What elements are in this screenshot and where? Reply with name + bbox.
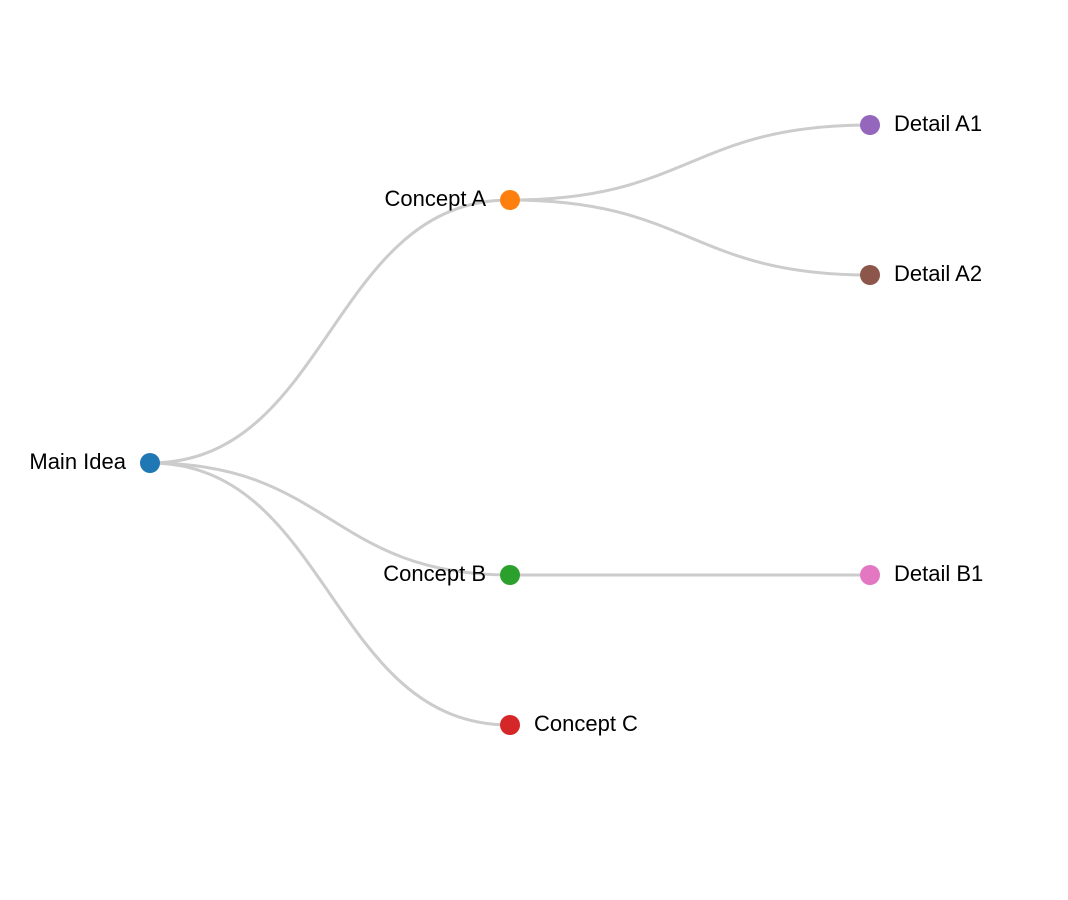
node-dot-detail-b1[interactable] [860,565,880,585]
node-main-idea[interactable]: Main Idea [29,449,160,474]
link-main-idea-to-concept-a [148,198,512,465]
node-detail-a2[interactable]: Detail A2 [860,261,982,286]
node-detail-a1[interactable]: Detail A1 [860,111,982,136]
node-concept-c[interactable]: Concept C [500,711,638,736]
node-label-concept-a: Concept A [384,186,486,211]
node-detail-b1[interactable]: Detail B1 [860,561,983,586]
node-label-main-idea: Main Idea [29,449,126,474]
tree-links [148,123,872,727]
node-label-detail-a2: Detail A2 [894,261,982,286]
node-concept-a[interactable]: Concept A [384,186,520,211]
node-dot-detail-a1[interactable] [860,115,880,135]
tree-nodes: Main Idea Concept A Concept B Concept C Deta… [29,111,983,736]
link-main-idea-to-concept-c [148,461,512,727]
node-label-concept-b: Concept B [383,561,486,586]
node-concept-b[interactable]: Concept B [383,561,520,586]
link-main-idea-to-concept-b [148,461,512,577]
node-label-detail-a1: Detail A1 [894,111,982,136]
node-dot-detail-a2[interactable] [860,265,880,285]
node-label-detail-b1: Detail B1 [894,561,983,586]
node-dot-concept-a[interactable] [500,190,520,210]
node-dot-concept-b[interactable] [500,565,520,585]
node-label-concept-c: Concept C [534,711,638,736]
link-concept-a-to-detail-a1 [508,123,872,202]
node-dot-concept-c[interactable] [500,715,520,735]
link-concept-a-to-detail-a2 [508,198,872,277]
node-dot-main-idea[interactable] [140,453,160,473]
